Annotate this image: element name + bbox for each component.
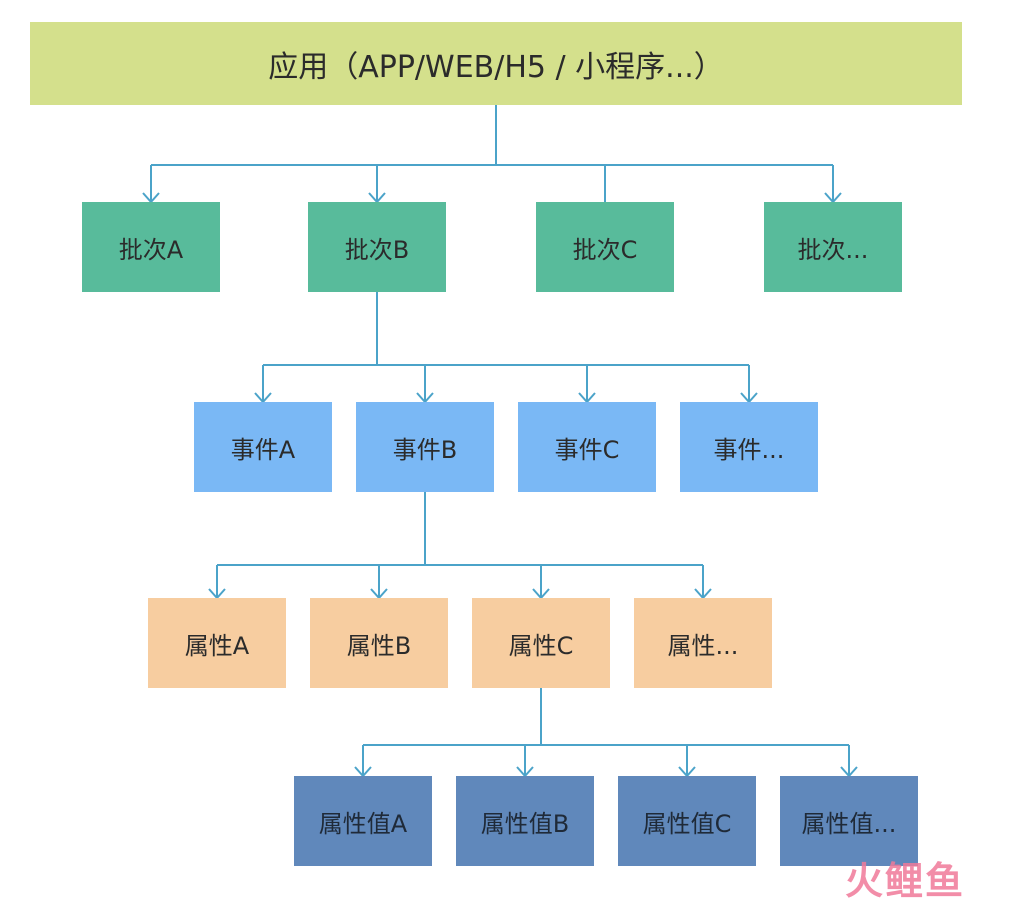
value-node: 属性值... [780,776,918,866]
batch-node: 批次C [536,202,674,292]
attr-node: 属性A [148,598,286,688]
batch-node: 批次B [308,202,446,292]
attr-node: 属性... [634,598,772,688]
attr-node: 属性B [310,598,448,688]
event-node: 事件A [194,402,332,492]
event-node: 事件... [680,402,818,492]
watermark-logo: 火鲤鱼 [845,859,966,903]
root-node: 应用（APP/WEB/H5 / 小程序...） [30,22,962,105]
event-node: 事件B [356,402,494,492]
value-node: 属性值C [618,776,756,866]
event-node: 事件C [518,402,656,492]
attr-node: 属性C [472,598,610,688]
value-node: 属性值B [456,776,594,866]
batch-node: 批次A [82,202,220,292]
value-node: 属性值A [294,776,432,866]
batch-node: 批次... [764,202,902,292]
